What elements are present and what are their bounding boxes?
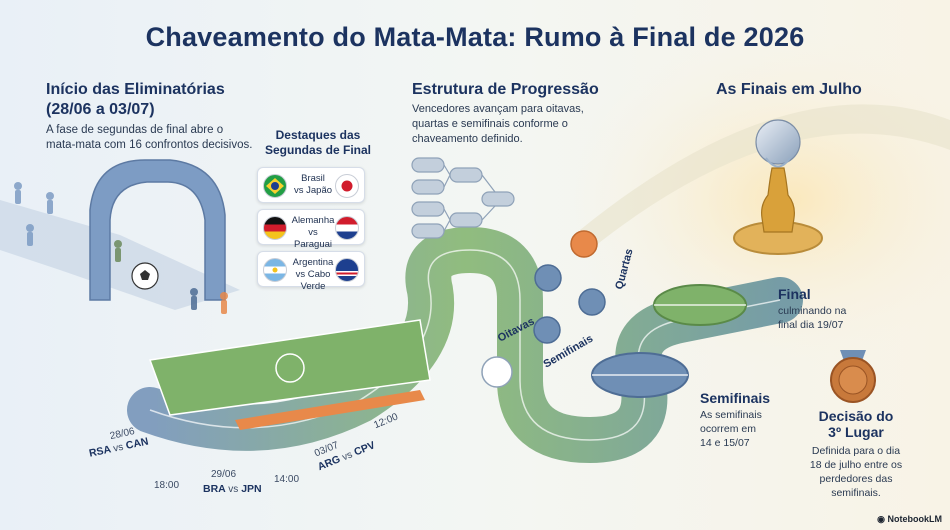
germany-flag-icon [263, 216, 287, 240]
cape-verde-flag-icon [335, 258, 359, 282]
third-place-title: Decisão do 3º Lugar [808, 408, 904, 440]
match-card-argentina: Argentina vs Cabo Verde [257, 251, 365, 292]
match-card-brazil: Brasil vs Japão [257, 167, 365, 203]
left-heading-line2: (28/06 a 03/07) [46, 101, 155, 118]
pitch-center-circle [275, 353, 305, 383]
right-heading: As Finais em Julho [716, 81, 862, 98]
final-title: Final [778, 286, 811, 302]
card-team-label: Brasil vs Japão [288, 173, 338, 197]
semis-text: As semifinais ocorrem em 14 e 15/07 [700, 408, 762, 450]
card-team-name: Alemanha [291, 215, 335, 226]
third-place-text-line4: semifinais. [831, 487, 881, 499]
match-home: BRA [203, 483, 226, 495]
highlights-title-line1: Destaques das [275, 128, 361, 142]
trophy-icon [755, 119, 801, 233]
watermark: ◉ NotebookLM [877, 514, 942, 525]
left-body-line2: mata-mata com 16 confrontos decisivos. [46, 139, 253, 151]
match-time-rsa-can: 18:00 [154, 479, 179, 491]
brazil-flag-icon [263, 174, 287, 198]
japan-flag-icon [335, 174, 359, 198]
orange-lane [235, 390, 425, 430]
match-vs: vs [228, 484, 239, 495]
third-place-text-line3: perdedores das [819, 473, 893, 485]
card-team-name: Brasil [301, 173, 325, 184]
page-title: Chaveamento do Mata-Mata: Rumo à Final d… [145, 22, 805, 52]
middle-heading: Estrutura de Progressão [412, 81, 599, 98]
match-date: 29/06 [211, 469, 237, 480]
match-away: JPN [241, 483, 262, 495]
third-place-text: Definida para o dia 18 de julho entre os… [800, 444, 912, 500]
match-time: 18:00 [154, 480, 180, 491]
pitch-area [148, 319, 431, 416]
match-card-germany: Alemanha vs Paraguai [257, 209, 365, 250]
argentina-flag-icon [263, 258, 287, 282]
card-vs-label: vs Japão [293, 185, 333, 196]
semis-text-line2: ocorrem em [700, 423, 757, 435]
third-place-title-line1: Decisão do [818, 408, 894, 424]
paraguay-flag-icon [335, 216, 359, 240]
semis-text-line1: As semifinais [700, 409, 762, 421]
third-place-text-line1: Definida para o dia [811, 445, 901, 457]
notebook-icon: ◉ [877, 514, 888, 524]
card-team-label: Argentina vs Cabo Verde [288, 257, 338, 293]
semis-text-line3: 14 e 15/07 [700, 437, 750, 449]
football-icon [131, 262, 159, 290]
card-team-name: Argentina [292, 257, 334, 268]
final-text-line2: final dia 19/07 [778, 319, 844, 331]
match-time-bra-jpn: 14:00 [274, 473, 299, 485]
match-time: 14:00 [274, 474, 300, 485]
left-heading-line1: Início das Eliminatórias [46, 81, 225, 98]
card-vs-label: vs Paraguai [293, 227, 333, 250]
middle-body-line2: quartas e semifinais conforme o [412, 118, 568, 130]
bracket-tree [411, 157, 515, 239]
match-vs: vs [112, 441, 125, 455]
third-place-text-line2: 18 de julho entre os [809, 459, 903, 471]
third-place-title-line2: 3º Lugar [828, 424, 884, 440]
card-vs-label: vs Cabo Verde [295, 269, 331, 292]
left-body-line1: A fase de segundas de final abre o [46, 124, 224, 136]
highlights-title-line2: Segundas de Final [264, 143, 372, 157]
player-figures [14, 182, 228, 314]
card-team-label: Alemanha vs Paraguai [288, 215, 338, 251]
final-text-line1: culminando na [778, 305, 847, 317]
middle-body: Vencedores avançam para oitavas, quartas… [412, 102, 584, 147]
bronze-medal-icon [830, 350, 876, 403]
progression-nodes [481, 230, 606, 388]
semis-title: Semifinais [700, 390, 771, 406]
middle-body-line1: Vencedores avançam para oitavas, [412, 103, 584, 115]
highlights-title: Destaques das Segundas de Final [258, 128, 378, 158]
middle-body-line3: chaveamento definido. [412, 133, 523, 145]
match-label-bra-jpn: 29/06 BRA vs JPN [203, 469, 262, 495]
watermark-text: NotebookLM [887, 514, 943, 524]
arch-gate [89, 159, 226, 301]
left-heading: Início das Eliminatórias (28/06 a 03/07) [46, 80, 225, 120]
left-body: A fase de segundas de final abre o mata-… [46, 123, 252, 153]
final-text: culminando na final dia 19/07 [778, 304, 846, 332]
